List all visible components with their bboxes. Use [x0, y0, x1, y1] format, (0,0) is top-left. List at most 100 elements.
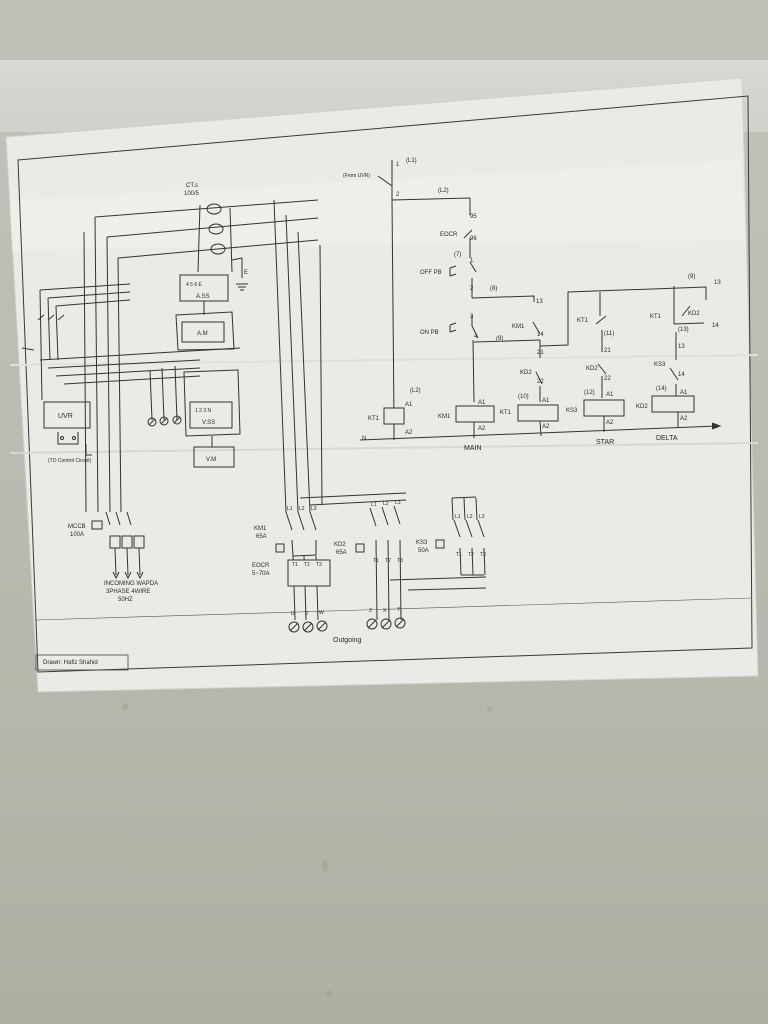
label-node: (8) [490, 286, 497, 292]
label-ass-pins: 4 5 6 E [186, 282, 203, 288]
label-incoming: INCOMING WAPDA [104, 581, 158, 587]
label-phase: L2 [299, 506, 305, 512]
label-km1-aux: KM1 [512, 324, 525, 330]
label-node: (7) [454, 252, 461, 258]
label-output-v: V [305, 611, 309, 617]
label-terminal: T2 [468, 552, 474, 558]
label-node: 13 [678, 344, 685, 350]
label-phase: L3 [311, 506, 317, 512]
label-node: 1 [396, 162, 400, 168]
outgoing-terminals [288, 617, 406, 633]
voltmeter [193, 446, 235, 468]
label-terminal: T3 [480, 552, 486, 558]
label-on-pb: ON PB [420, 330, 439, 336]
wall-stain [322, 860, 328, 872]
label-node: 95 [470, 214, 477, 220]
uvr-relay [43, 401, 91, 429]
title-block [35, 654, 129, 671]
label-phase: L3 [395, 500, 401, 506]
label-vss-pins: 1 2 3 N [195, 408, 212, 414]
label-phase: L2 [383, 501, 389, 507]
label-kd2-aux: KD2 [586, 366, 598, 372]
label-node: (13) [678, 327, 689, 333]
label-node: 21 [537, 350, 544, 356]
control-circuit [359, 160, 722, 441]
label-off-pb: OFF PB [420, 270, 442, 276]
label-node: 21 [604, 348, 611, 354]
wall-stain [122, 703, 128, 710]
label-earth: E [244, 270, 248, 276]
label-incoming: 50HZ [118, 597, 133, 603]
label-phase: L2 [467, 514, 473, 520]
label-node: 14 [537, 332, 544, 338]
label-output-x: X [383, 608, 387, 614]
label-a2: A2 [542, 424, 550, 430]
label-node: 96 [470, 236, 477, 242]
label-terminal: T3 [397, 558, 403, 564]
label-l2-kt1: (L2) [410, 388, 421, 394]
label-kd2-rating: 65A [336, 550, 347, 556]
wall-top-panel [0, 0, 768, 70]
fold-line [9, 442, 759, 454]
label-outgoing: Outgoing [333, 637, 362, 644]
label-to-control: (TO Control Circuit) [48, 458, 92, 464]
label-terminal: T2 [304, 562, 310, 568]
label-output-u: U [291, 611, 295, 617]
km1-power-contacts [275, 511, 331, 621]
label-delta: DELTA [656, 435, 678, 442]
power-busbars [39, 199, 407, 513]
frame-divider [35, 597, 753, 621]
indicator-lamps [147, 415, 182, 427]
label-terminal: T1 [373, 558, 379, 564]
ammeter-enclosure [175, 311, 235, 351]
label-ks3-power: KS3 [416, 540, 428, 546]
label-a2: A2 [606, 420, 614, 426]
label-phase: L1 [455, 514, 461, 520]
label-kt1-coil: KT1 [368, 416, 380, 422]
voltmeter-switch-enclosure [183, 369, 241, 437]
label-from-uvr: (From UVR) [343, 173, 370, 179]
label-node: 2 [396, 192, 400, 198]
label-terminal: T2 [385, 558, 391, 564]
label-ks3-rating: 50A [418, 548, 429, 554]
wall-stain [487, 706, 492, 712]
mccb-breaker [91, 511, 145, 580]
control-fuses [21, 314, 65, 351]
label-node: (9) [688, 274, 695, 280]
label-node: 13 [536, 299, 543, 305]
current-transformers [197, 203, 248, 291]
label-am: A.M [197, 331, 208, 337]
voltmeter-selector-switch [189, 401, 233, 429]
label-terminal: T1 [292, 562, 298, 568]
label-neutral: N [362, 436, 366, 442]
label-kt1-contact: KT1 [577, 318, 589, 324]
label-phase: L1 [371, 502, 377, 508]
label-node: 22 [537, 379, 544, 385]
label-km1-power: KM1 [254, 526, 267, 532]
label-kt1-timer: KT1 [500, 410, 512, 416]
label-kd2-contact: KD2 [688, 311, 700, 317]
label-node: 14 [712, 323, 719, 329]
label-a1: A1 [542, 398, 550, 404]
label-l1: (L1) [406, 158, 417, 164]
label-km1-rating: 65A [256, 534, 267, 540]
label-km1-coil: KM1 [438, 414, 451, 420]
label-a1: A1 [606, 392, 614, 398]
label-vm: V.M [206, 457, 216, 463]
label-node: 3 [470, 314, 474, 320]
label-a2: A2 [478, 426, 486, 432]
label-node: (14) [656, 386, 667, 392]
ammeter [181, 321, 225, 343]
label-kd2-power: KD2 [334, 542, 346, 548]
label-node: 4 [474, 334, 478, 340]
label-a1: A1 [680, 390, 688, 396]
label-ks3-coil: KS3 [566, 408, 578, 414]
label-ks3-aux: KS3 [654, 362, 666, 368]
label-star: STAR [596, 439, 614, 446]
label-vss: V.SS [202, 420, 215, 426]
label-output-w: W [319, 610, 324, 616]
label-node: 2 [470, 286, 474, 292]
label-l2: (L2) [438, 188, 449, 194]
label-eocr-power: EOCR [252, 563, 270, 569]
